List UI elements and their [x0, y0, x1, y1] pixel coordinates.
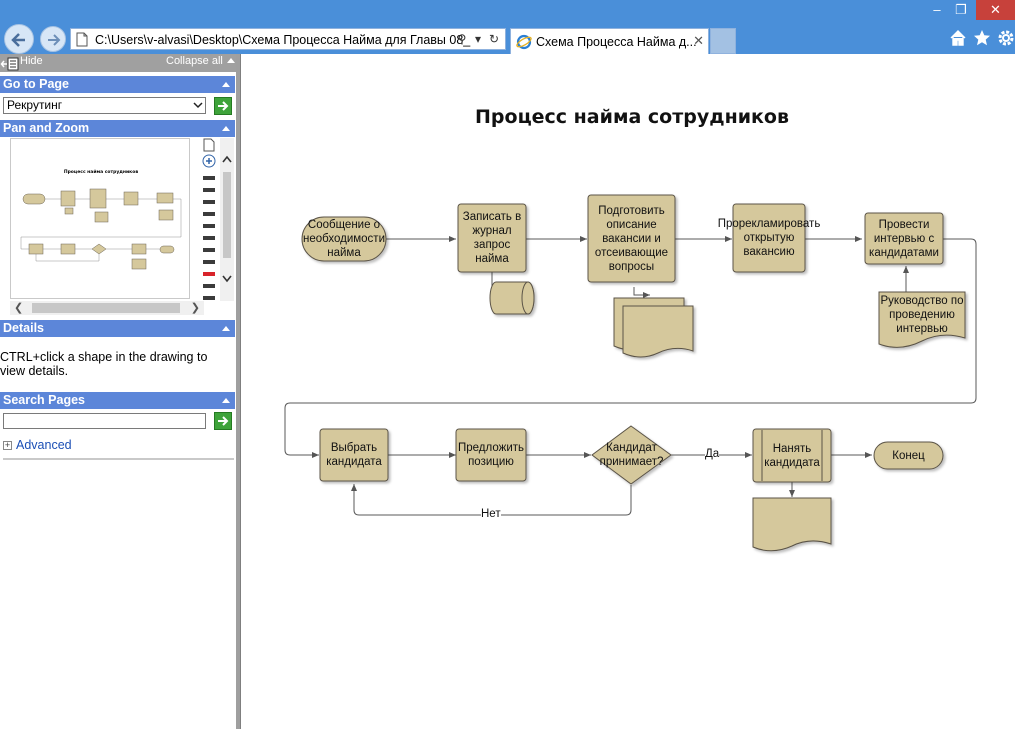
- details-header[interactable]: Details: [0, 320, 235, 337]
- scroll-right-icon[interactable]: ❯: [190, 302, 200, 314]
- forward-button[interactable]: [40, 26, 66, 52]
- collapse-all-label: Collapse all: [166, 55, 223, 67]
- node-label: Нанять кандидата: [764, 442, 820, 469]
- address-text[interactable]: C:\Users\v-alvasi\Desktop\Схема Процесса…: [95, 33, 471, 47]
- process-log-request[interactable]: [457, 203, 527, 273]
- drawing-canvas[interactable]: Процесс найма сотрудников Сообщение о не…: [242, 54, 1015, 729]
- multi-document[interactable]: [613, 297, 694, 358]
- scroll-left-icon[interactable]: ❮: [14, 302, 24, 314]
- new-tab-button[interactable]: [710, 28, 736, 54]
- hire-subprocess-bars: [761, 430, 823, 481]
- page-icon: [76, 32, 88, 47]
- chevron-down-icon: [193, 102, 203, 109]
- decision-accepts[interactable]: [591, 425, 672, 485]
- collapse-caret-icon[interactable]: [222, 398, 230, 403]
- pane-splitter[interactable]: [236, 54, 241, 729]
- process-select-candidate[interactable]: [319, 428, 389, 482]
- ie-icon: [516, 34, 532, 50]
- process-advertise[interactable]: [732, 203, 806, 273]
- process-prepare-description[interactable]: [587, 194, 676, 283]
- tab-title: Схема Процесса Найма д...: [536, 35, 697, 49]
- zoom-slider[interactable]: [200, 138, 218, 301]
- node-label: Записать в журнал запрос найма: [462, 211, 522, 265]
- left-pane: Hide Collapse all Go to Page Рекрутинг P…: [0, 54, 236, 729]
- minimize-icon[interactable]: –: [933, 2, 941, 17]
- hide-label[interactable]: Hide: [20, 55, 43, 67]
- document-hire-output[interactable]: [752, 497, 832, 552]
- collapse-caret-icon[interactable]: [222, 126, 230, 131]
- thumbnail-title: Процесс найма сотрудников: [64, 168, 139, 175]
- node-label: Сообщение о необходимости найма: [303, 219, 385, 259]
- node-label: Кандидат принимает?: [599, 442, 664, 468]
- start-terminator[interactable]: [301, 216, 387, 262]
- details-text: CTRL+click a shape in the drawing to vie…: [0, 350, 208, 378]
- flowchart: [284, 194, 977, 552]
- gear-icon[interactable]: [996, 28, 1016, 48]
- tab-active[interactable]: Схема Процесса Найма д... ✕: [510, 28, 709, 54]
- process-interview[interactable]: [864, 212, 944, 265]
- data-store-cylinder[interactable]: [489, 281, 535, 315]
- arrow-right-icon: [218, 416, 229, 426]
- advanced-search-link[interactable]: + Advanced: [3, 438, 72, 452]
- collapse-caret-icon[interactable]: [222, 82, 230, 87]
- pane-topbar: Hide Collapse all: [0, 54, 236, 72]
- node-label: Подготовить описание вакансии и отсеиваю…: [594, 204, 669, 273]
- address-bar[interactable]: C:\Users\v-alvasi\Desktop\Схема Процесса…: [70, 28, 506, 50]
- node-label: Руководство по проведению интервью: [880, 295, 964, 335]
- pan-zoom-thumbnail[interactable]: Процесс найма сотрудников: [10, 138, 190, 299]
- zoom-controls[interactable]: [200, 138, 218, 301]
- page-select[interactable]: Рекрутинг: [3, 97, 206, 114]
- flow-shapes: [301, 194, 944, 485]
- go-to-page-header[interactable]: Go to Page: [0, 76, 235, 93]
- close-tab-icon[interactable]: ✕: [693, 33, 704, 48]
- advanced-label: Advanced: [16, 438, 72, 452]
- go-page-button[interactable]: [214, 97, 232, 115]
- node-label: Выбрать кандидата: [326, 442, 382, 468]
- expand-plus-icon: +: [3, 440, 12, 450]
- details-title: Details: [3, 321, 44, 335]
- page-title: Процесс найма сотрудников: [475, 106, 789, 128]
- search-pages-title: Search Pages: [3, 393, 85, 407]
- node-label: Конец: [892, 449, 925, 462]
- maximize-icon[interactable]: ❐: [955, 2, 967, 17]
- search-input[interactable]: [3, 413, 206, 429]
- process-offer[interactable]: [455, 428, 527, 482]
- back-arrow-icon: [11, 33, 25, 47]
- dropdown-icon[interactable]: ▾: [474, 32, 482, 46]
- pan-zoom-title: Pan and Zoom: [3, 121, 90, 135]
- close-window-icon[interactable]: ✕: [976, 0, 1015, 20]
- collapse-caret-icon[interactable]: [222, 326, 230, 331]
- search-icon[interactable]: ⚲: [457, 32, 467, 46]
- horizontal-scrollbar[interactable]: ❮ ❯: [10, 301, 204, 315]
- browser-chrome: – ❐ ✕ C:\Users\v-alvasi\Desktop\Схема Пр…: [0, 0, 1015, 54]
- search-pages-header[interactable]: Search Pages: [0, 392, 235, 409]
- edge-label-no: Нет: [481, 508, 501, 520]
- search-go-button[interactable]: [214, 412, 232, 430]
- back-button[interactable]: [4, 24, 34, 54]
- node-label: Прорекламировать открытую вакансию: [717, 218, 821, 258]
- hide-pane-icon[interactable]: [0, 56, 19, 72]
- collapse-all-button[interactable]: Collapse all: [166, 55, 235, 67]
- process-hire[interactable]: [752, 428, 832, 483]
- page-select-value: Рекрутинг: [7, 98, 63, 112]
- end-terminator[interactable]: [873, 441, 944, 470]
- node-label: Предложить позицию: [458, 442, 524, 468]
- refresh-icon[interactable]: ↻: [488, 32, 500, 46]
- forward-arrow-icon: [48, 34, 61, 46]
- caret-up-icon: [226, 58, 235, 63]
- scroll-thumb[interactable]: [32, 303, 180, 313]
- arrow-right-icon: [218, 101, 229, 111]
- document-interview-guide[interactable]: [878, 291, 966, 348]
- pane-divider: [3, 458, 234, 460]
- home-icon[interactable]: [948, 28, 968, 48]
- pan-zoom-header[interactable]: Pan and Zoom: [0, 120, 235, 137]
- edge-label-yes: Да: [705, 448, 720, 460]
- node-label: Провести интервью с кандидатами: [869, 218, 939, 259]
- favorites-star-icon[interactable]: [972, 28, 992, 48]
- go-to-page-title: Go to Page: [3, 77, 69, 91]
- vertical-scrollbar[interactable]: [220, 138, 234, 301]
